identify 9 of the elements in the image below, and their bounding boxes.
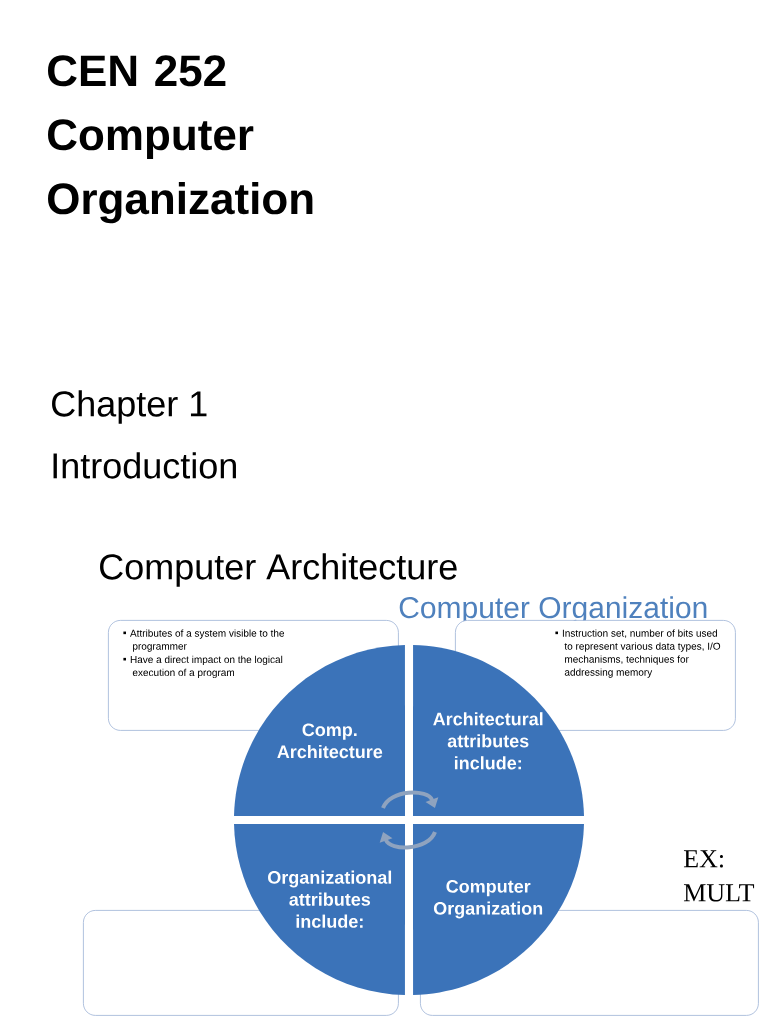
- chapter-label: Chapter 1: [52, 390, 207, 424]
- pie-segment: Computer Organization: [413, 824, 584, 995]
- curved-arrow: [381, 790, 439, 809]
- section-heading: Computer Organization: [399, 596, 707, 625]
- curved-arrow: [379, 831, 437, 850]
- pie-segment: Organizational attributes include:: [234, 824, 405, 995]
- chapter-title: Introduction: [53, 452, 236, 479]
- section-heading: Computer Architecture: [100, 553, 457, 587]
- slide-title: CEN 252 Computer Organization: [48, 55, 313, 224]
